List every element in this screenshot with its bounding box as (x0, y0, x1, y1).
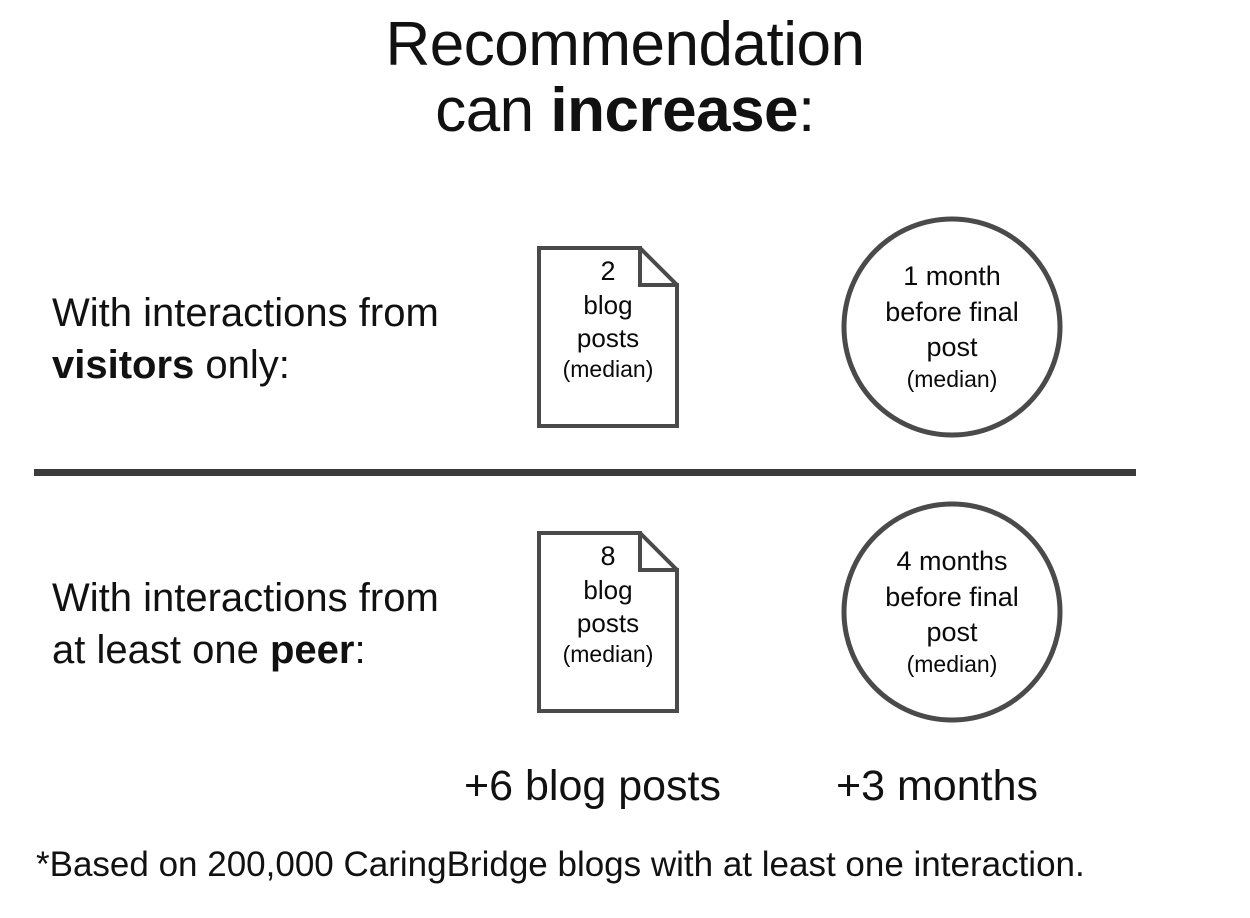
delta-months: +3 months (836, 762, 1038, 810)
delta-blog-posts: +6 blog posts (464, 762, 721, 810)
row-peers-label-line1: With interactions from (52, 576, 439, 620)
visitors-blog-posts-qualifier: (median) (562, 356, 654, 383)
peers-duration-text: 4 months before final post (median) (840, 500, 1064, 724)
row-visitors-label-suffix: only: (194, 343, 290, 387)
peers-duration-qualifier: (median) (906, 650, 998, 677)
footnote: *Based on 200,000 CaringBridge blogs wit… (36, 845, 1085, 884)
visitors-duration-card: 1 month before final post (median) (840, 215, 1064, 439)
section-divider (34, 469, 1136, 476)
peers-blog-posts-text: 8 blog posts (median) (536, 530, 680, 714)
visitors-duration-detail-1: before final (885, 296, 1019, 327)
visitors-blog-posts-text: 2 blog posts (median) (536, 245, 680, 429)
visitors-blog-posts-card: 2 blog posts (median) (536, 245, 680, 429)
circle-icon (841, 216, 1063, 438)
visitors-blog-posts-unit-1: blog (583, 289, 633, 320)
visitors-duration-detail-2: post (926, 331, 978, 362)
title-line-2: can increase: (0, 75, 1250, 145)
document-icon (537, 246, 679, 428)
title-line-2-suffix: : (798, 75, 815, 145)
peers-blog-posts-value: 8 (600, 541, 616, 571)
delta-summary: +6 blog posts +3 months (0, 762, 1250, 822)
row-visitors-label-emphasis: visitors (52, 343, 195, 387)
visitors-duration-value: 1 month (903, 261, 1001, 292)
visitors-duration-text: 1 month before final post (median) (840, 215, 1064, 439)
row-peers: With interactions from at least one peer… (0, 490, 1250, 750)
visitors-duration-qualifier: (median) (906, 365, 998, 392)
circle-icon (841, 501, 1063, 723)
peers-blog-posts-unit-2: posts (576, 607, 640, 638)
title-line-2-prefix: can (435, 75, 551, 145)
document-icon (537, 531, 679, 713)
row-visitors-label: With interactions from visitors only: (52, 287, 522, 391)
title-emphasis: increase (550, 75, 799, 145)
row-peers-label-emphasis: peer (269, 628, 355, 672)
visitors-blog-posts-unit-2: posts (576, 322, 640, 353)
peers-duration-value: 4 months (896, 546, 1008, 577)
row-peers-label-line2-prefix: at least one (52, 628, 270, 672)
peers-blog-posts-unit-1: blog (583, 574, 633, 605)
peers-blog-posts-qualifier: (median) (562, 641, 654, 668)
visitors-blog-posts-value: 2 (600, 256, 616, 286)
title-line-1: Recommendation (385, 10, 865, 79)
peers-duration-card: 4 months before final post (median) (840, 500, 1064, 724)
page-title: Recommendation can increase: (0, 12, 1250, 143)
row-peers-label: With interactions from at least one peer… (52, 572, 522, 676)
peers-blog-posts-card: 8 blog posts (median) (536, 530, 680, 714)
row-visitors-label-line1: With interactions from (52, 291, 439, 335)
peers-duration-detail-2: post (926, 616, 978, 647)
row-visitors: With interactions from visitors only: 2 … (0, 205, 1250, 465)
peers-duration-detail-1: before final (885, 581, 1019, 612)
row-peers-label-suffix: : (354, 628, 366, 672)
